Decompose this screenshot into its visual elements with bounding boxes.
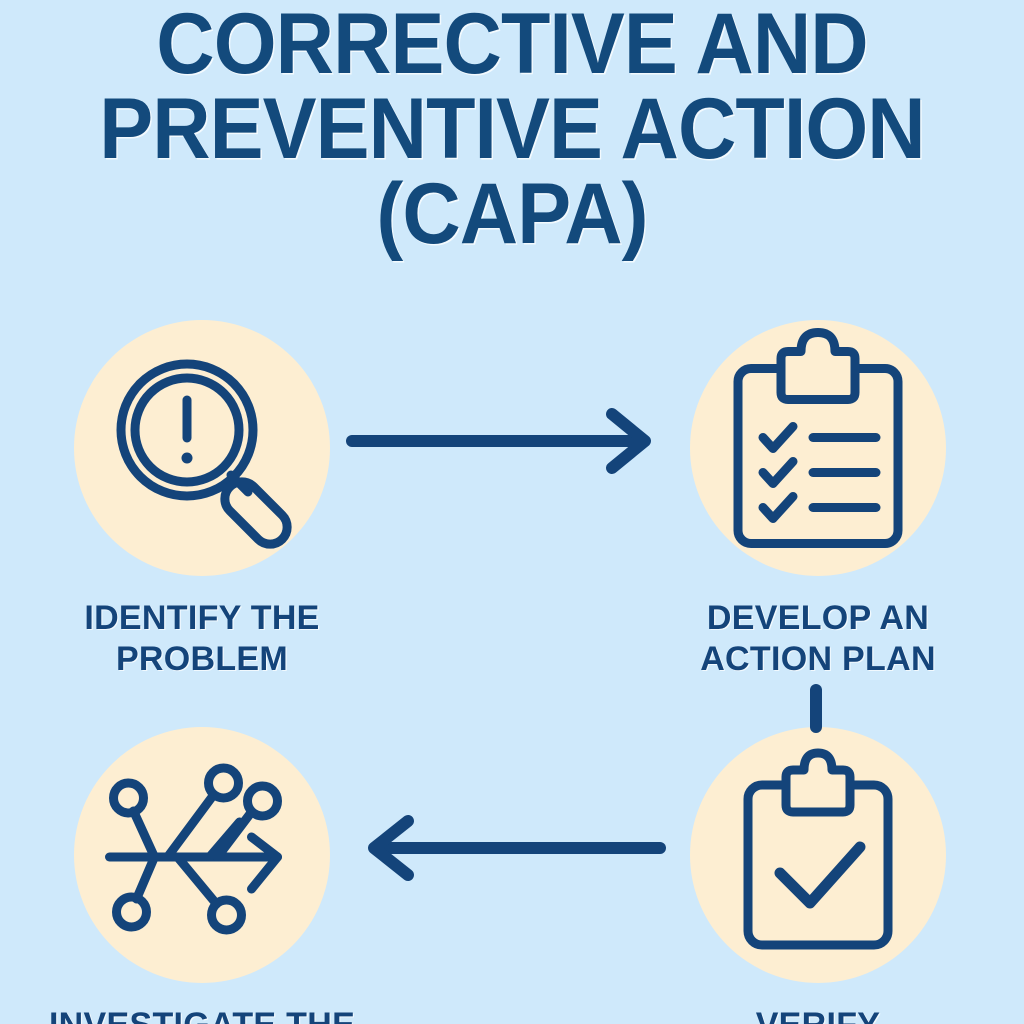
magnifying-glass-alert-icon <box>116 359 292 549</box>
step-label-line-1: DEVELOP AN <box>706 599 930 637</box>
step-icon-circle <box>74 320 330 576</box>
fishbone-diagram-icon <box>105 763 282 935</box>
step-icon-circle <box>74 727 330 983</box>
arrow-identify-to-develop <box>346 408 651 474</box>
step-icon-circle <box>690 320 946 576</box>
step-label-line-1: INVESTIGATE THE <box>2 1005 402 1024</box>
step-icon-circle <box>690 727 946 983</box>
step-label-line-1: IDENTIFY THE <box>84 599 320 637</box>
step-label-line-1: VERIFY <box>618 1005 1018 1024</box>
title-line-2: PREVENTIVE ACTION <box>99 81 925 177</box>
step-label-line-2: PROBLEM <box>115 640 289 678</box>
clipboard-check-icon <box>743 748 893 950</box>
arrow-verify-to-investigate <box>368 815 666 881</box>
step-label-line-2: ACTION PLAN <box>700 640 936 678</box>
title-line-3: (CAPA) <box>376 166 648 262</box>
step-label: DEVELOP AN ACTION PLAN <box>618 598 1018 680</box>
page-title: CORRECTIVE AND PREVENTIVE ACTION (CAPA) <box>31 0 994 257</box>
step-develop-an-action-plan: DEVELOP AN ACTION PLAN <box>618 320 1018 680</box>
step-investigate-the-root-cause: INVESTIGATE THE <box>2 727 402 1024</box>
connector-develop-to-verify <box>810 684 822 733</box>
step-label: INVESTIGATE THE <box>2 1005 402 1024</box>
step-label: VERIFY <box>618 1005 1018 1024</box>
step-identify-the-problem: IDENTIFY THE PROBLEM <box>2 320 402 680</box>
clipboard-checklist-icon <box>733 328 903 548</box>
step-label: IDENTIFY THE PROBLEM <box>2 598 402 680</box>
step-verify: VERIFY <box>618 727 1018 1024</box>
title-line-1: CORRECTIVE AND <box>156 0 868 92</box>
